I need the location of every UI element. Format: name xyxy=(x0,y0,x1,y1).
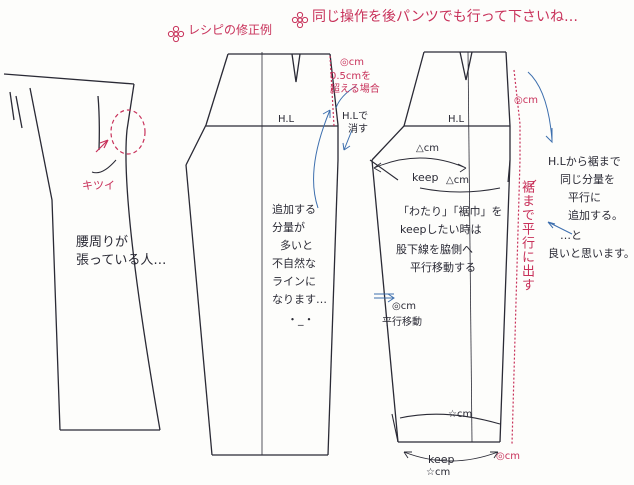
right-note-3: 平行に xyxy=(568,191,601,204)
right-center-2: keepしたい時は xyxy=(400,223,482,236)
left-title: レシピの修正例 xyxy=(188,23,273,37)
hem-vertical-note: 裾まで平行に出す xyxy=(519,180,534,292)
keep-bottom-star-cm: ☆cm xyxy=(426,467,451,478)
right-center-1: 「わたり」「裾巾」を xyxy=(398,205,503,218)
delta-left: △cm xyxy=(416,143,439,154)
flower-doodle-left xyxy=(167,25,185,43)
middle-over-note-2: 超える場合 xyxy=(330,84,380,95)
right-note-1: H.Lから裾まで xyxy=(548,155,621,168)
keep-top: keep xyxy=(412,171,439,184)
tight-label: キツイ xyxy=(82,179,115,192)
middle-explain-5: ラインに xyxy=(272,275,316,288)
left-note-line-2: 張っている人… xyxy=(76,253,167,268)
middle-hl-note-2: 消す xyxy=(348,124,368,135)
right-note-4: 追加する。 xyxy=(568,209,623,222)
right-hl-label: H.L xyxy=(448,114,465,125)
middle-hl-label: H.L xyxy=(278,114,295,125)
shift-label: 平行移動 xyxy=(382,317,422,328)
right-note-6: 良いと思います。 xyxy=(548,247,634,260)
left-note-line-1: 腰周りが xyxy=(76,235,129,250)
middle-explain-2: 分量が xyxy=(272,221,305,234)
middle-explain-1: 追加する xyxy=(272,203,316,216)
right-center-3: 股下線を脇側へ xyxy=(396,243,473,256)
middle-add-cm: ◎cm xyxy=(340,57,364,68)
middle-face: ・_・ xyxy=(287,313,315,326)
middle-hl-note-1: H.Lで xyxy=(342,111,369,122)
hem-cm: ◎cm xyxy=(496,451,520,462)
right-title: 同じ操作を後パンツでも行って下さいね… xyxy=(312,9,578,25)
middle-explain-3: 多いと xyxy=(280,239,313,252)
middle-explain-4: 不自然な xyxy=(272,257,316,270)
shift-cm: ◎cm xyxy=(392,301,416,312)
delta-right: △cm xyxy=(446,175,469,186)
left-trousers xyxy=(3,73,161,431)
right-note-5: …と xyxy=(560,229,582,242)
flower-doodle-right xyxy=(291,11,309,29)
middle-pattern xyxy=(185,52,339,456)
middle-over-note-1: 0.5cmを xyxy=(330,71,372,82)
right-add-cm: ◎cm xyxy=(514,95,538,106)
middle-explain-6: なります… xyxy=(272,293,327,306)
right-center-4: 平行移動する xyxy=(410,261,476,274)
keep-bottom: keep xyxy=(428,453,455,466)
bottom-star-cm: ☆cm xyxy=(448,409,473,420)
right-note-2: 同じ分量を xyxy=(560,173,615,186)
right-pattern xyxy=(371,51,511,443)
